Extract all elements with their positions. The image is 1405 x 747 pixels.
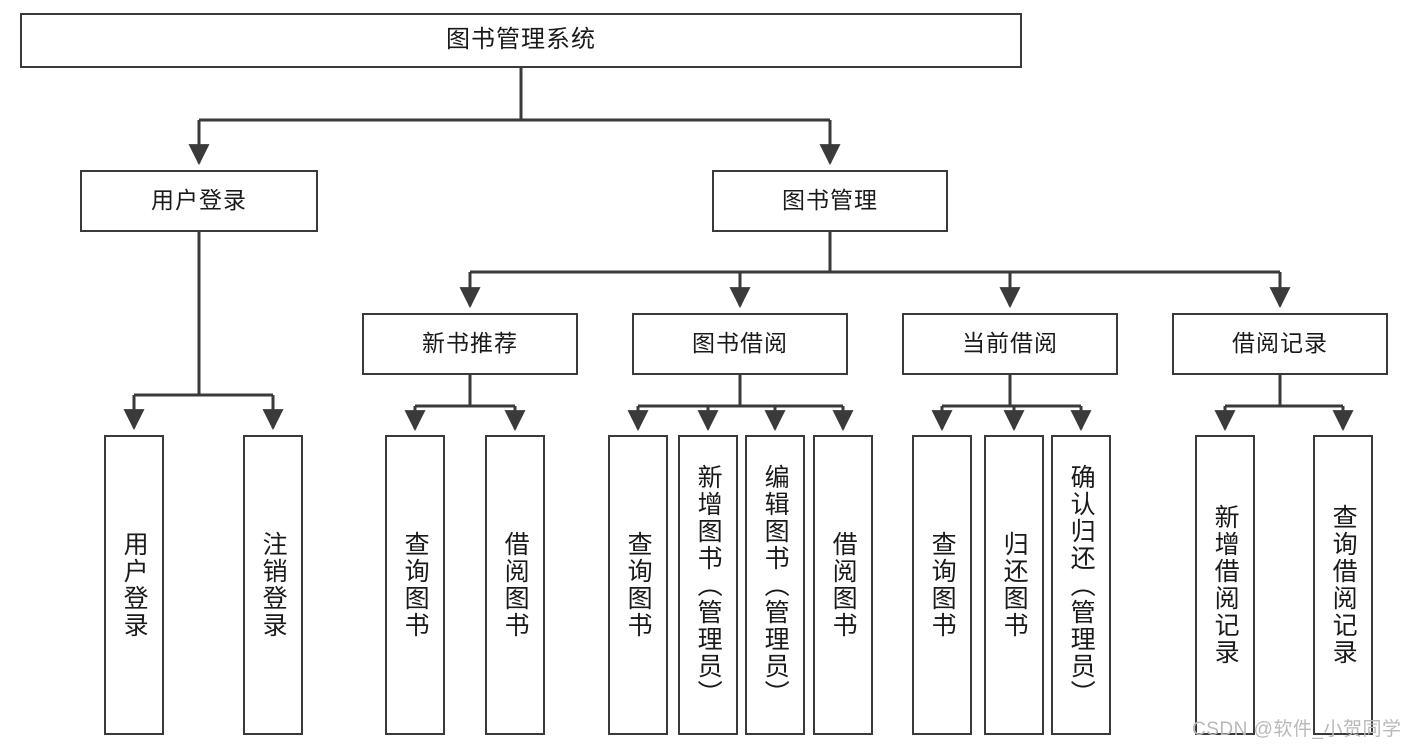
leaf-label: 新增图书（管理员） — [694, 463, 723, 707]
leaf-logout[interactable]: 注销登录 — [243, 435, 303, 735]
leaf-label: 查询图书 — [624, 531, 653, 639]
leaf-return-book[interactable]: 归还图书 — [984, 435, 1044, 735]
leaf-edit-book-admin[interactable]: 编辑图书（管理员） — [745, 435, 805, 735]
leaf-borrow-book-newbook[interactable]: 借阅图书 — [485, 435, 545, 735]
leaf-label: 确认归还（管理员） — [1067, 463, 1096, 707]
leaf-query-book-current[interactable]: 查询图书 — [912, 435, 972, 735]
leaf-add-borrow-record[interactable]: 新增借阅记录 — [1195, 435, 1255, 735]
leaf-label: 查询借阅记录 — [1329, 504, 1358, 666]
leaf-label: 查询图书 — [928, 531, 957, 639]
leaf-confirm-return-admin[interactable]: 确认归还（管理员） — [1051, 435, 1111, 735]
node-book-borrow[interactable]: 图书借阅 — [632, 313, 848, 375]
leaf-query-borrow-record[interactable]: 查询借阅记录 — [1313, 435, 1373, 735]
leaf-query-book-borrow[interactable]: 查询图书 — [608, 435, 668, 735]
node-current-borrow[interactable]: 当前借阅 — [902, 313, 1118, 375]
leaf-user-login[interactable]: 用户登录 — [104, 435, 164, 735]
node-user-login[interactable]: 用户登录 — [80, 170, 318, 232]
node-root[interactable]: 图书管理系统 — [20, 13, 1022, 68]
node-new-book-recommend[interactable]: 新书推荐 — [362, 313, 578, 375]
leaf-add-book-admin[interactable]: 新增图书（管理员） — [678, 435, 738, 735]
node-book-management[interactable]: 图书管理 — [712, 170, 948, 232]
leaf-label: 归还图书 — [1000, 531, 1029, 639]
leaf-label: 用户登录 — [120, 531, 149, 639]
node-borrow-records[interactable]: 借阅记录 — [1172, 313, 1388, 375]
leaf-query-book-newbook[interactable]: 查询图书 — [385, 435, 445, 735]
leaf-label: 注销登录 — [259, 531, 288, 639]
leaf-label: 新增借阅记录 — [1211, 504, 1240, 666]
leaf-label: 借阅图书 — [501, 531, 530, 639]
leaf-label: 借阅图书 — [829, 531, 858, 639]
leaf-label: 查询图书 — [401, 531, 430, 639]
leaf-borrow-book[interactable]: 借阅图书 — [813, 435, 873, 735]
leaf-label: 编辑图书（管理员） — [761, 463, 790, 707]
